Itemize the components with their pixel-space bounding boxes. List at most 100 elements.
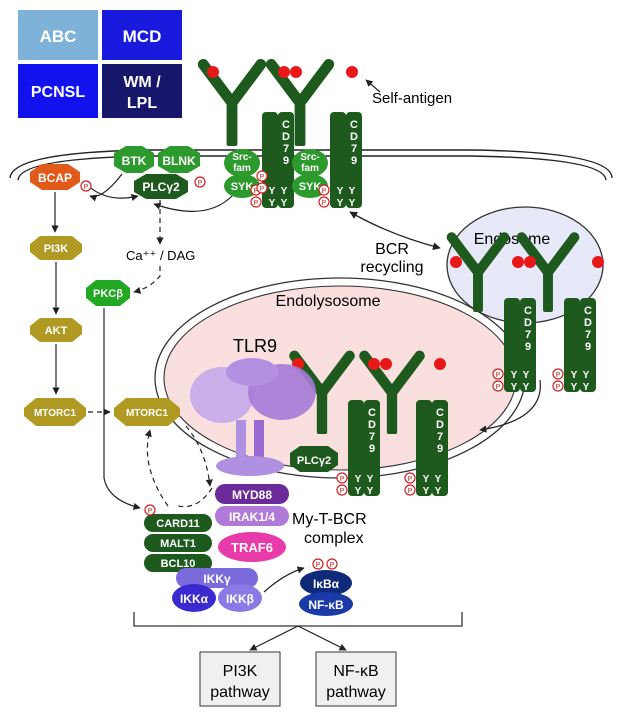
btk-blnk-plcg2-cluster: BTK BLNK PLCγ2 <box>114 146 200 199</box>
cd79-membrane-right-tyr-b0: Y <box>349 186 356 197</box>
cd79-endosome-right-tyr-b0: Y <box>583 370 590 381</box>
pi3k-pathway-label-2: pathway <box>210 684 270 701</box>
malt1-node <box>144 534 212 552</box>
cd79-endolysosome-left-tyr-b0: Y <box>367 474 374 485</box>
src-fam-label-1b: fam <box>233 163 251 174</box>
cd79-membrane-left-phospho-1 <box>250 196 262 208</box>
bcr-endosome-left-stem <box>473 268 483 312</box>
cd79-endolysosome-right-bar-a <box>416 400 432 496</box>
legend-pcnsl-label: PCNSL <box>31 84 85 101</box>
output-bracket <box>133 612 463 627</box>
btk-node <box>114 146 154 173</box>
ikkg-node <box>176 568 258 588</box>
arrow-btk-bcap <box>89 173 123 202</box>
cd79-membrane-right-tyr-b1: Y <box>349 198 356 209</box>
cd79-endolysosome-right-tyr-a0: Y <box>423 474 430 485</box>
syk-label-1: SYK <box>231 181 254 193</box>
akt-node <box>30 318 82 342</box>
cd79-endolysosome-right-tyr-a1: Y <box>423 486 430 497</box>
phospho-label-card11: P <box>148 508 153 515</box>
bcl10-node <box>144 554 212 572</box>
cd79-membrane-left-bar-a <box>262 112 278 208</box>
legend-mcd-box <box>102 10 182 60</box>
ikk-complex: IKKγ IKKα IKKβ <box>172 568 262 612</box>
cd79-endolysosome-left-phospho-label-0: P <box>340 476 345 483</box>
legend-wm-box <box>102 64 182 118</box>
cd79-endolysosome-left-letter-3: 9 <box>369 443 375 455</box>
pi3k-pathway-label-1: PI3K <box>223 663 258 680</box>
tlr9-tir-domain <box>216 456 284 476</box>
cd79-endolysosome-left-phospho-1 <box>336 484 348 496</box>
pi3k-label: PI3K <box>44 243 69 255</box>
phospho-plcg2 <box>194 176 206 188</box>
mtorc1-left-node <box>24 398 86 426</box>
cd79-endolysosome-left-tyr-a1: Y <box>355 486 362 497</box>
tlr9-stem-left <box>236 420 246 458</box>
phospho-syk-1b <box>256 182 268 194</box>
cd79-endosome-left-tyr-a0: Y <box>511 370 518 381</box>
phospho-label-syk-1b: P <box>260 186 265 193</box>
bcr-membrane-left-stem <box>226 98 238 146</box>
my-t-bcr-label-2: complex <box>304 530 364 547</box>
antigen-endolysosome-4 <box>434 358 446 370</box>
arrow-endosome-endolysosome <box>479 379 541 433</box>
cd79-endolysosome-left-phospho-label-1: P <box>340 488 345 495</box>
phospho-label-syk-1: P <box>260 174 265 181</box>
nfkb-complex: IκBα NF-κB <box>299 570 353 616</box>
antigen-membrane-3 <box>290 66 302 78</box>
cd79-endolysosome-right-phospho-1 <box>404 484 416 496</box>
cd79-endosome-right-letter-0: C <box>584 305 592 317</box>
pkcb-node <box>86 280 130 306</box>
cd79-membrane-right-tyr-a0: Y <box>337 186 344 197</box>
cd79-endolysosome-right-phospho-label-0: P <box>408 476 413 483</box>
irak14-label: IRAK1/4 <box>229 510 275 524</box>
myddosome: MYD88 IRAK1/4 TRAF6 <box>215 484 289 562</box>
cd79-membrane-left-tyr-a1: Y <box>269 198 276 209</box>
ikkg-label: IKKγ <box>203 572 231 586</box>
ikba-label: IκBα <box>313 577 340 591</box>
antigen-endosome-4 <box>592 256 604 268</box>
bcr-membrane-left-arm-right <box>226 59 267 109</box>
bcr-endolysosome-right-stem <box>386 388 398 434</box>
arrow-syk-plcg2 <box>153 195 233 212</box>
cd79-endosome-right-phospho-label-1: P <box>556 384 561 391</box>
bcap-group: BCAP <box>30 164 80 190</box>
phospho-bcap <box>80 180 92 192</box>
pi3k-pathway-box <box>199 651 281 707</box>
cd79-endosome-left-bar-a <box>504 298 520 392</box>
cd79-endosome-right-letter-1: D <box>584 317 592 329</box>
cd79-endosome-right-tyr-a0: Y <box>571 370 578 381</box>
cd79-endosome-left-bar-b <box>520 298 536 392</box>
card11-node <box>144 514 212 532</box>
phospho-label-bcap: P <box>84 184 89 191</box>
bcr-membrane-right-arm-left <box>265 59 306 109</box>
cd79-membrane-left-tyr-b0: Y <box>281 186 288 197</box>
bcr-membrane-right-stem <box>294 98 306 146</box>
legend-mcd-label: MCD <box>123 27 162 46</box>
bcr-endosome-left-arm-right <box>473 232 510 278</box>
cd79-endosome-left-letter-1: D <box>524 317 532 329</box>
nfkb-node <box>299 592 353 616</box>
bcr-endosome-right-stem <box>543 268 553 312</box>
ikka-node <box>172 584 216 612</box>
cd79-membrane-right-letter-0: C <box>350 119 358 131</box>
endosome-label: Endosome <box>474 231 551 248</box>
cd79-membrane-left-tyr-a0: Y <box>269 186 276 197</box>
btk-label: BTK <box>122 154 147 168</box>
phospho-label-ikba-2: P <box>330 562 335 569</box>
cd79-membrane-left-tyr-b1: Y <box>281 198 288 209</box>
bcr-endosome-left <box>446 232 510 312</box>
cd79-membrane-left-letter-3: 9 <box>283 155 289 167</box>
phospho-card11 <box>144 504 156 516</box>
bcr-membrane-right <box>265 59 335 146</box>
arrow-ikk-ikba <box>263 566 305 593</box>
cd79-endosome-right-bar-a <box>564 298 580 392</box>
cd79-endolysosome-right-bar-b <box>432 400 448 496</box>
arrow-bcap-plcg2 <box>83 181 139 202</box>
